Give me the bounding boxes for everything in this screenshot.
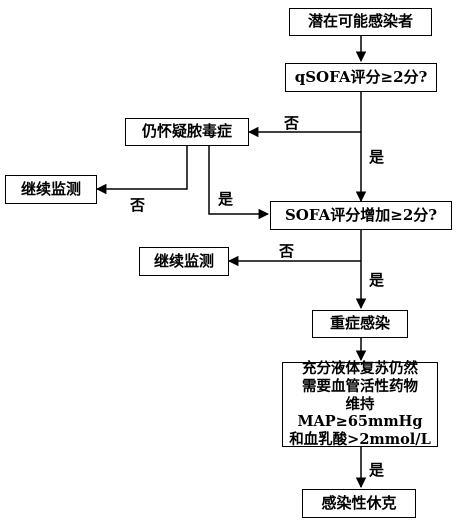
label-suspect-no: 否 (130, 196, 146, 214)
label-suspect-yes: 是 (218, 190, 234, 208)
node-monitor2: 继续监测 (139, 247, 229, 276)
node-start: 潜在可能感染者 (289, 8, 432, 36)
node-shock: 感染性休克 (302, 489, 416, 518)
node-shock-criteria: 充分液体复苏仍然 需要血管活性药物 维持MAP≥65mmHg 和血乳酸>2mmo… (282, 360, 438, 449)
node-sepsis: 重症感染 (312, 310, 408, 338)
label-sofa-yes: 是 (369, 271, 385, 289)
label-sofa-no: 否 (279, 242, 295, 260)
node-monitor1: 继续监测 (5, 175, 97, 204)
label-qsofa-yes: 是 (369, 148, 385, 166)
node-qsofa: qSOFA评分≥2分? (285, 63, 437, 92)
criteria-line: 需要血管活性药物 (302, 377, 418, 395)
criteria-line: 充分液体复苏仍然 (302, 360, 418, 378)
criteria-line: 维持MAP≥65mmHg (297, 395, 423, 431)
edge-suspect-sofa (208, 146, 270, 220)
edge-suspect-monitor1 (95, 146, 188, 195)
node-sofa: SOFA评分增加≥2分? (270, 201, 452, 230)
node-suspect: 仍怀疑脓毒症 (125, 118, 249, 146)
label-criteria-yes: 是 (369, 461, 385, 479)
label-qsofa-no: 否 (284, 114, 300, 132)
criteria-line: 和血乳酸>2mmol/L (289, 431, 431, 449)
